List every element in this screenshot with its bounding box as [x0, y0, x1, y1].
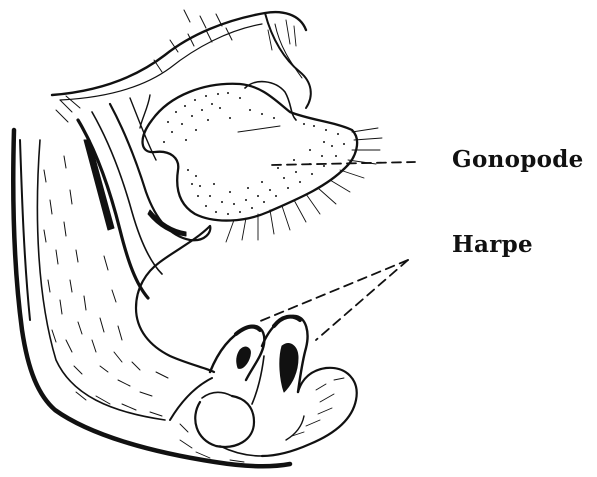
- gonopode-label: Gonopode: [452, 146, 584, 173]
- harpe-label: Harpe: [452, 231, 533, 258]
- leader-lines: [258, 162, 415, 340]
- middle-bands: [78, 95, 214, 372]
- harpe-leader-line-lower: [316, 260, 408, 340]
- harpe-leader-line-upper: [258, 260, 408, 322]
- harpe-structures: [170, 316, 357, 462]
- body-outline: [13, 12, 311, 466]
- gonopode-leader-line: [272, 162, 415, 165]
- gonopode-lobe: [143, 82, 382, 242]
